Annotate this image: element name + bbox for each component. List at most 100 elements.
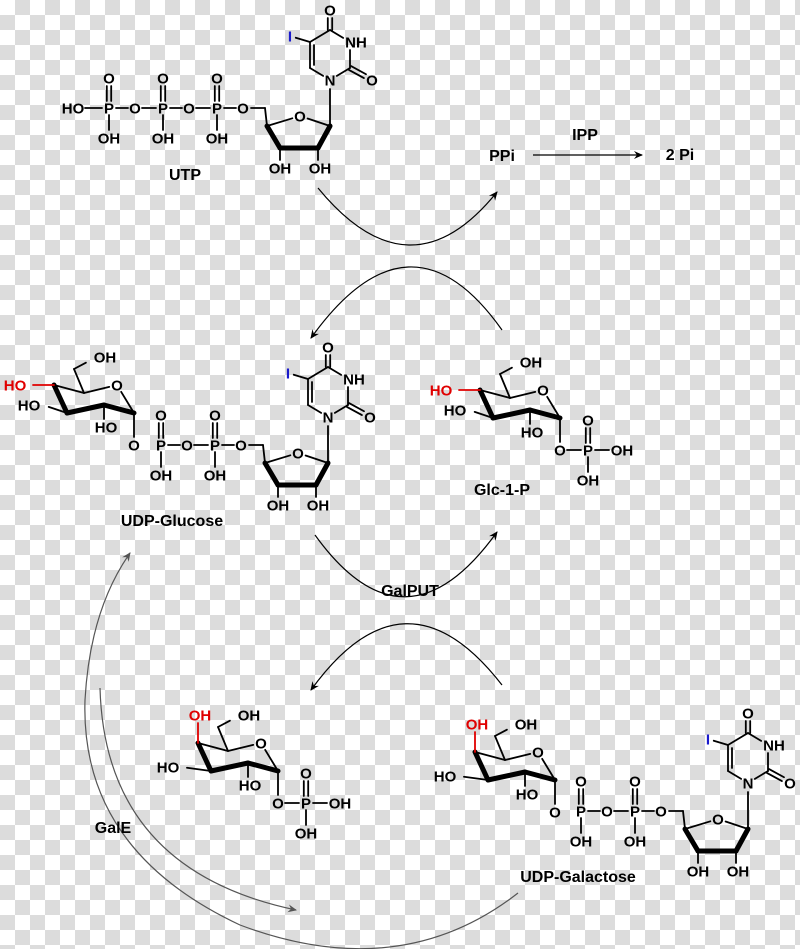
atom-label-o: O (128, 438, 140, 455)
atom-label-oh: OH (152, 131, 175, 148)
bond (53, 384, 85, 394)
bold-bond (522, 769, 558, 783)
bond (335, 67, 351, 77)
atom-label-oh: OH (307, 498, 330, 515)
bond (309, 67, 325, 77)
atom-label-p: P (576, 804, 586, 821)
atom-label-i: I (286, 366, 290, 383)
bold-bond (195, 740, 214, 774)
bond (292, 373, 309, 380)
atom-label-o: O (272, 796, 284, 813)
atom-label-oh: OH (577, 473, 600, 490)
atom-label-oh: OH (98, 131, 121, 148)
atom-label-o: O (554, 443, 566, 460)
gale-to-udpgal-arc-arrow (99, 687, 297, 913)
atom-label-o: O (537, 383, 549, 400)
atom-label-oh: OH (150, 468, 173, 485)
bond (120, 390, 135, 414)
bond (227, 743, 255, 752)
atom-label-o: O (655, 804, 667, 821)
bond (307, 366, 329, 380)
atom-label-p: P (158, 101, 168, 118)
bond (217, 719, 231, 728)
bold-bond (101, 402, 137, 416)
atom-label-p: P (156, 438, 166, 455)
bond (473, 410, 494, 419)
bond (266, 117, 294, 127)
atom-label-ho: HO (62, 101, 85, 118)
bond (474, 751, 506, 761)
atom-label-oh: OH (515, 717, 538, 734)
bond (766, 772, 783, 783)
atom-label-oh: OH (269, 161, 292, 178)
atom-label-ho: HO (95, 420, 118, 437)
bold-bond (262, 460, 281, 488)
atom-label-o: O (364, 410, 376, 427)
atom-label-ho: HO (157, 760, 180, 777)
bond (541, 757, 556, 781)
bond (712, 739, 729, 746)
bond (499, 373, 511, 399)
atom-label-o: O (292, 446, 304, 463)
atom-label-o: O (103, 71, 115, 88)
atom-label-ho: HO (444, 403, 467, 420)
atom-label-o: O (111, 378, 123, 395)
bond (546, 395, 561, 419)
atom-label-p: P (630, 804, 640, 821)
bond (307, 404, 323, 414)
atom-label-o: O (183, 101, 195, 118)
bond (504, 752, 532, 761)
bold-bond (51, 382, 70, 416)
bold-bond (208, 760, 251, 774)
glc-1-p-label: Glc-1-P (474, 482, 530, 499)
atom-label-o: O (322, 340, 334, 357)
bond (294, 36, 311, 43)
bond (73, 361, 87, 370)
atom-label-n: N (325, 73, 336, 90)
atom-label-oh: OH (189, 708, 212, 725)
bond (73, 368, 85, 394)
atom-label-o: O (294, 109, 306, 126)
atom-label-oh: OH (466, 717, 489, 734)
bond (509, 390, 537, 399)
atom-label-o: O (129, 101, 141, 118)
bond (727, 770, 743, 780)
atom-label-p: P (583, 443, 593, 460)
atom-label-ho: HO (434, 769, 457, 786)
atom-label-oh: OH (238, 708, 261, 725)
bond (197, 742, 229, 752)
atom-label-p: P (210, 438, 220, 455)
bond (264, 454, 292, 464)
bond (262, 444, 266, 464)
atom-label-ho: HO (521, 425, 544, 442)
bond (499, 366, 513, 375)
atom-label-oh: OH (295, 826, 318, 843)
bond (186, 766, 212, 772)
bond (724, 820, 749, 830)
bond (348, 402, 365, 413)
bond (329, 29, 345, 39)
bond (753, 770, 769, 780)
bold-bond (490, 407, 533, 421)
bond (768, 768, 785, 779)
atom-label-i: I (706, 732, 710, 749)
atom-label-o: O (575, 774, 587, 791)
ppi-label: PPi (489, 148, 515, 165)
udpglc-to-glc1p-arc-arrow (314, 531, 498, 598)
atom-label-o: O (629, 774, 641, 791)
atom-label-p: P (104, 101, 114, 118)
bold-bond (682, 826, 701, 854)
atom-label-i: I (288, 29, 292, 46)
atom-label-o: O (300, 766, 312, 783)
utp-to-ppi-arc-arrow (317, 187, 498, 246)
bond (494, 728, 508, 737)
atom-label-o: O (235, 438, 247, 455)
bond (348, 69, 365, 80)
bold-bond (245, 760, 281, 774)
udp-galactose-label: UDP-Galactose (520, 869, 636, 886)
two-pi-label: 2 Pi (666, 147, 694, 164)
